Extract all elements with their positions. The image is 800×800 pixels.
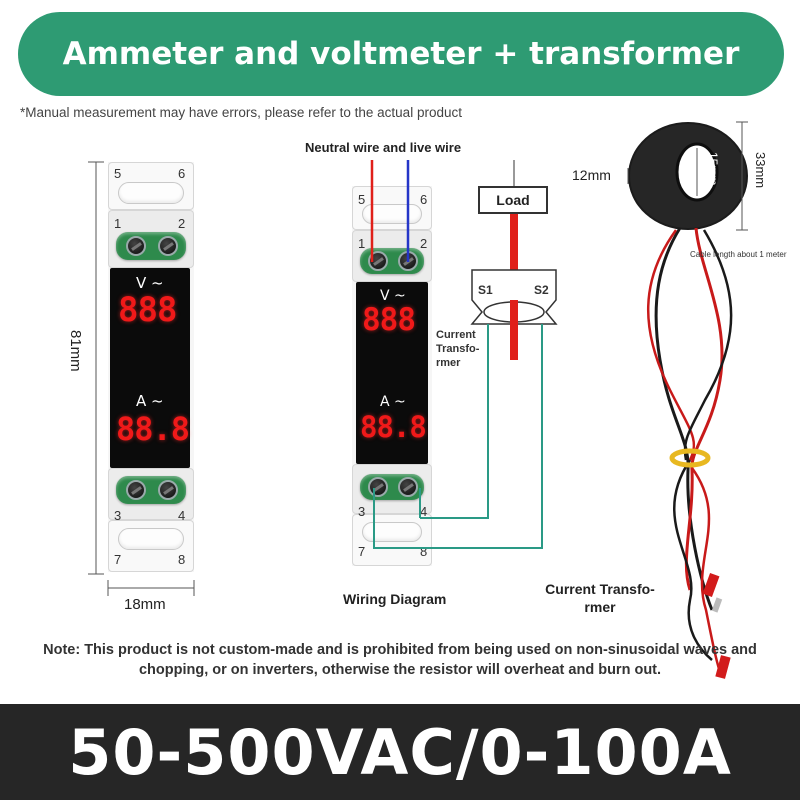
meter-display: V ~ 888 A ~ 88.8 bbox=[110, 268, 190, 468]
screw-icon bbox=[398, 477, 418, 497]
wiring-diagram-caption: Wiring Diagram bbox=[343, 591, 447, 607]
load-box: Load bbox=[478, 186, 548, 214]
screw-icon bbox=[126, 480, 146, 500]
screw-icon bbox=[158, 480, 178, 500]
terminal-5: 5 bbox=[114, 166, 122, 181]
spec-text: 50-500VAC/0-100A bbox=[68, 715, 732, 789]
ct-caption: Current Transfo- rmer bbox=[545, 581, 655, 615]
terminal-1: 1 bbox=[114, 216, 122, 231]
current-digits: 88.8 bbox=[116, 410, 190, 448]
usage-note: Note: This product is not custom-made an… bbox=[43, 642, 757, 678]
current-label: A ~ bbox=[136, 392, 164, 410]
ct-thickness-dimension: 12mm bbox=[572, 167, 611, 183]
meter-device-wiring: V ~ 888 A ~ 88.8 bbox=[352, 186, 432, 566]
wiring-heading: Neutral wire and live wire bbox=[305, 140, 462, 155]
s2-label: S2 bbox=[534, 283, 549, 297]
screw-icon bbox=[158, 236, 178, 256]
top-cover-pill bbox=[118, 182, 184, 204]
wiring-ct-label: Current Transfo- rmer bbox=[436, 329, 480, 369]
terminal-2: 2 bbox=[178, 216, 186, 231]
voltage-digits: 888 bbox=[118, 290, 177, 330]
terminal-8: 8 bbox=[178, 552, 186, 567]
voltage-label: V ~ bbox=[136, 274, 164, 292]
screw-icon bbox=[126, 236, 146, 256]
meter-device-left: V ~ 888 A ~ 88.8 bbox=[108, 162, 194, 572]
disclaimer-text: *Manual measurement may have errors, ple… bbox=[20, 105, 462, 120]
terminal-4: 4 bbox=[178, 508, 186, 523]
terminal-3: 3 bbox=[114, 508, 122, 523]
terminal-7: 7 bbox=[114, 552, 122, 567]
bottom-cover-pill bbox=[118, 528, 184, 550]
ct-outer-dimension: 33mm bbox=[753, 152, 768, 189]
title-banner: Ammeter and voltmeter + transformer bbox=[18, 12, 784, 96]
ct-inner-dimension: 15mm bbox=[706, 152, 720, 186]
s1-label: S1 bbox=[478, 283, 493, 297]
width-dimension: 18mm bbox=[124, 596, 166, 613]
spec-bar: 50-500VAC/0-100A bbox=[0, 704, 800, 800]
wiring-meter-display: V ~ 888 A ~ 88.8 bbox=[356, 282, 428, 464]
terminal-6: 6 bbox=[178, 166, 186, 181]
banner-title: Ammeter and voltmeter + transformer bbox=[62, 36, 740, 72]
cable-length-note: Cable length about 1 meter bbox=[690, 250, 787, 259]
